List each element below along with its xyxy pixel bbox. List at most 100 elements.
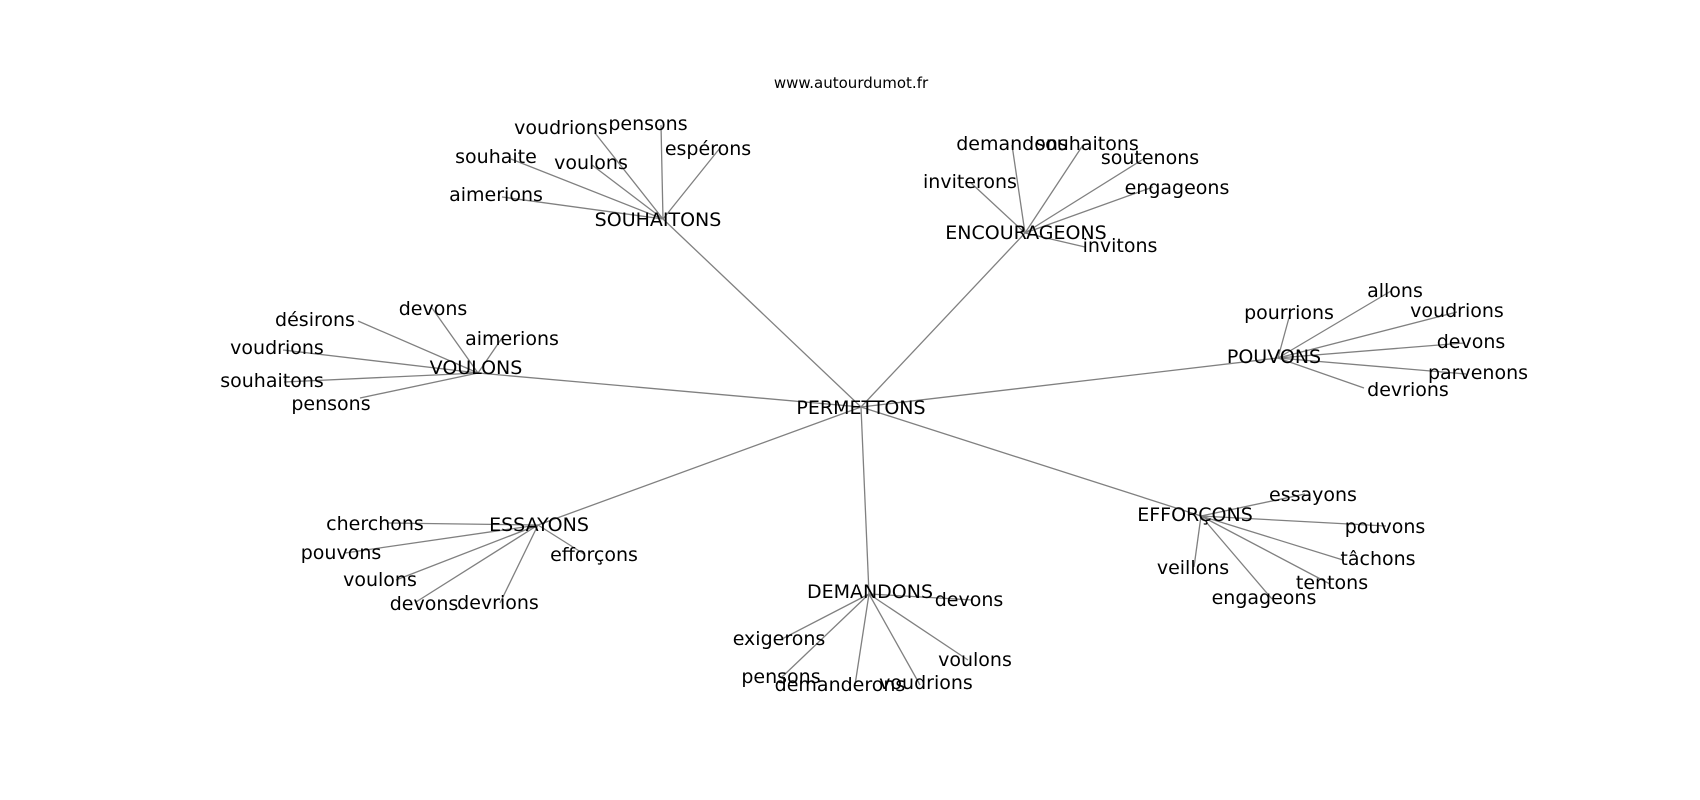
leaf-word: tentons	[1296, 572, 1368, 594]
leaf-word: voulons	[938, 649, 1012, 671]
site-watermark: www.autourdumot.fr	[774, 74, 929, 92]
edge-hub-to-leaf	[431, 307, 479, 374]
edge-hub-to-leaf	[537, 524, 585, 555]
leaf-word: soutenons	[1101, 147, 1199, 169]
edge-hub-to-leaf	[779, 593, 870, 641]
edge-hub-to-leaf	[501, 196, 664, 220]
edge-hub-to-leaf	[499, 524, 539, 604]
edge-center-to-hub	[860, 406, 1202, 517]
edge-hub-to-leaf	[1024, 232, 1086, 248]
edge-hub-to-leaf	[594, 132, 664, 220]
leaf-word: veillons	[1157, 557, 1229, 579]
leaf-word: voulons	[554, 152, 628, 174]
leaf-word: pourrions	[1244, 302, 1334, 324]
leaf-word: aimerions	[465, 328, 559, 350]
edge-hub-to-leaf	[1024, 157, 1146, 234]
edge-hub-to-leaf	[1200, 515, 1331, 585]
leaf-word: pensons	[291, 393, 370, 415]
leaf-word: pensons	[741, 666, 820, 688]
edge-center-to-hub	[860, 232, 1026, 408]
leaf-word: parvenons	[1428, 362, 1528, 384]
graph-edges	[282, 124, 1467, 686]
hub-word: ESSAYONS	[489, 514, 589, 536]
hub-word: ENCOURAGEONS	[945, 222, 1106, 244]
leaf-word: engageons	[1125, 177, 1230, 199]
edge-hub-to-leaf	[357, 320, 479, 374]
edge-hub-to-leaf	[1200, 515, 1344, 561]
edge-hub-to-leaf	[1277, 357, 1467, 375]
leaf-word: pensons	[608, 113, 687, 135]
edge-hub-to-leaf	[591, 164, 664, 220]
edge-hub-to-leaf	[868, 593, 921, 686]
center-word: PERMETTONS	[796, 397, 925, 419]
leaf-word: voulons	[343, 569, 417, 591]
leaf-word: devrions	[1367, 379, 1449, 401]
leaf-word: demandons	[956, 133, 1068, 155]
edge-hub-to-leaf	[477, 337, 503, 374]
edge-hub-to-leaf	[359, 372, 479, 399]
edge-hub-to-leaf	[868, 593, 969, 661]
edge-hub-to-leaf	[1277, 342, 1465, 359]
leaf-word: allons	[1367, 280, 1423, 302]
leaf-word: voudrions	[879, 672, 973, 694]
hub-word: EFFORÇONS	[1137, 504, 1253, 526]
edge-center-to-hub	[537, 406, 862, 526]
leaf-word: engageons	[1212, 587, 1317, 609]
edge-hub-to-leaf	[282, 349, 479, 374]
leaf-word: devons	[399, 298, 468, 320]
edge-hub-to-leaf	[283, 372, 479, 383]
edge-hub-to-leaf	[1200, 493, 1306, 517]
edge-hub-to-leaf	[395, 524, 539, 581]
leaf-word: voudrions	[1410, 300, 1504, 322]
leaf-word: essayons	[1269, 484, 1357, 506]
leaf-word: pouvons	[301, 542, 382, 564]
edge-hub-to-leaf	[1024, 186, 1154, 234]
leaf-word: inviterons	[923, 171, 1017, 193]
edge-center-to-hub	[860, 357, 1279, 408]
edge-center-to-hub	[860, 406, 870, 595]
edge-hub-to-leaf	[1200, 515, 1387, 527]
edge-hub-to-leaf	[510, 158, 664, 220]
leaf-word: aimerions	[449, 184, 543, 206]
hub-word: POUVONS	[1227, 346, 1321, 368]
leaf-word: pouvons	[1345, 516, 1426, 538]
edge-hub-to-leaf	[386, 522, 539, 526]
edge-center-to-hub	[477, 372, 862, 408]
leaf-word: devrions	[457, 592, 539, 614]
leaf-word: cherchons	[326, 513, 424, 535]
edge-hub-to-leaf	[781, 593, 870, 678]
hub-word: SOUHAITONS	[595, 209, 722, 231]
leaf-word: désirons	[275, 309, 355, 331]
edge-hub-to-leaf	[662, 147, 721, 220]
leaf-word: devons	[1437, 331, 1506, 353]
edge-hub-to-leaf	[1200, 515, 1273, 600]
leaf-word: exigerons	[733, 628, 826, 650]
leaf-word: efforçons	[550, 544, 638, 566]
leaf-word: espérons	[665, 138, 751, 160]
edge-hub-to-leaf	[1193, 515, 1202, 568]
leaf-word: invitons	[1083, 235, 1158, 257]
edge-hub-to-leaf	[1277, 290, 1392, 359]
leaf-word: voudrions	[514, 117, 608, 139]
edge-hub-to-leaf	[1011, 144, 1026, 234]
edge-hub-to-leaf	[868, 593, 974, 601]
edge-hub-to-leaf	[1277, 313, 1291, 359]
edge-center-to-hub	[662, 218, 862, 408]
edge-hub-to-leaf	[1024, 144, 1084, 234]
leaf-word: souhaitons	[220, 370, 324, 392]
edge-hub-to-leaf	[1277, 357, 1365, 389]
leaf-word: voudrions	[230, 337, 324, 359]
leaf-word: souhaitons	[1035, 133, 1139, 155]
edge-hub-to-leaf	[660, 124, 664, 220]
leaf-word: demanderons	[775, 674, 906, 696]
hub-word: DEMANDONS	[807, 581, 933, 603]
edge-hub-to-leaf	[969, 181, 1026, 234]
leaf-word: souhaite	[455, 146, 537, 168]
leaf-word: devons	[935, 589, 1004, 611]
leaf-word: devons	[390, 593, 459, 615]
edge-hub-to-leaf	[415, 524, 539, 603]
leaf-word: tâchons	[1340, 548, 1415, 570]
hub-word: VOULONS	[430, 357, 523, 379]
